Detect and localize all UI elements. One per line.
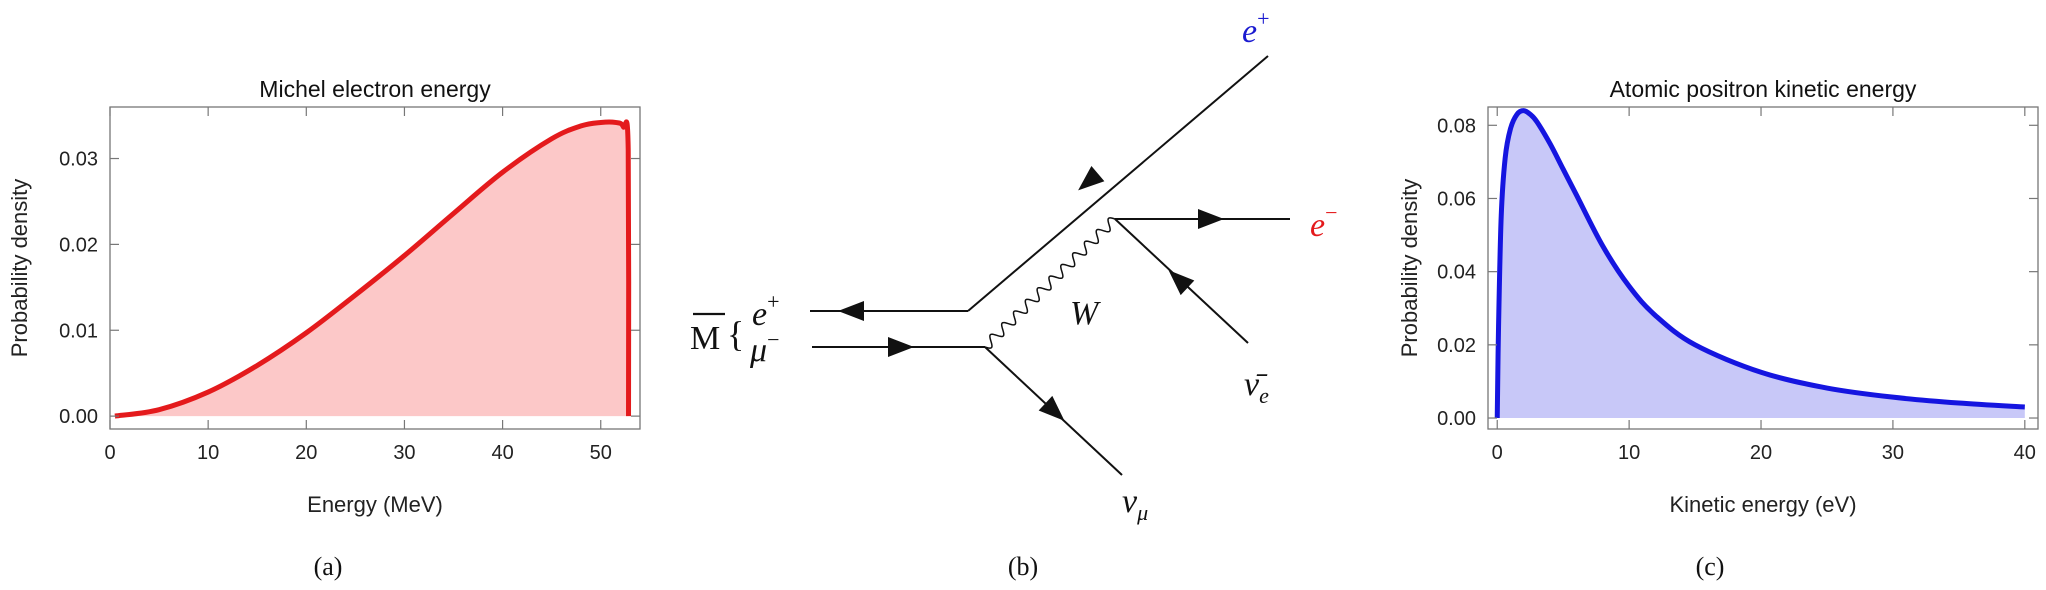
x-axis-ticks-c: 0 10 20 30 40 [1492,107,2036,464]
caption-b: (b) [1008,552,1038,581]
series-line-a [114,119,632,419]
chart-panel-a: 0 10 20 30 40 50 0.00 0.01 0.02 0.03 Michel elec… [7,76,641,581]
x-tick-label: 20 [1750,442,1772,464]
bound-state-brace: { [727,314,744,354]
x-tick-label: 0 [104,442,115,464]
y-tick-label: 0.01 [59,320,98,342]
area-fill-c [1497,110,2025,419]
y-tick-label: 0.00 [59,406,98,428]
y-tick-label: 0.04 [1437,262,1476,284]
plot-frame-c [1487,106,2039,430]
x-axis-ticks-a: 0 10 20 30 40 50 [104,107,612,464]
arrow-nu-mu [1038,395,1065,421]
fermion-line-e-plus-out [967,55,1269,312]
bound-state-label: M [690,320,720,357]
y-axis-ticks-c: 0.00 0.02 0.04 0.06 0.08 [1437,115,2038,430]
x-tick-label: 30 [393,442,415,464]
diagram-labels: M { e+ μ− W e+ e− ν̄e νμ (b) [690,6,1338,581]
y-axis-label-a: Probability density [7,179,32,358]
x-axis-label-a: Energy (MeV) [307,492,443,517]
arrow-nu-e-bar [1168,270,1195,296]
x-axis-label-c: Kinetic energy (eV) [1669,492,1856,517]
series-line-c [1494,108,2025,419]
x-tick-label: 30 [1882,442,1904,464]
arrow-e-plus-left [838,301,864,321]
y-tick-label: 0.02 [59,234,98,256]
x-tick-label: 0 [1492,442,1503,464]
caption-a: (a) [314,552,343,581]
chart-title-c: Atomic positron kinetic energy [1610,76,1917,102]
w-boson-propagator [984,217,1116,349]
caption-c: (c) [1696,552,1725,581]
y-axis-label-c: Probability density [1397,179,1422,358]
label-e-plus-out: e+ [1242,6,1270,50]
feynman-diagram [810,55,1290,476]
arrow-mu-in [888,337,914,357]
label-nu-e-bar: ν̄e [1244,366,1269,408]
x-tick-label: 40 [491,442,513,464]
label-mu-minus: μ− [749,327,780,369]
area-fill-a [114,121,629,417]
x-tick-label: 10 [1618,442,1640,464]
plot-frame-a [109,106,641,430]
label-e-minus: e− [1310,200,1338,244]
y-tick-label: 0.00 [1437,408,1476,430]
label-e-plus-left: e+ [752,289,780,333]
x-tick-label: 40 [2014,442,2036,464]
x-tick-label: 10 [197,442,219,464]
arrow-e-minus [1198,209,1224,229]
y-tick-label: 0.08 [1437,115,1476,137]
chart-panel-c: 0 10 20 30 40 0.00 0.02 0.04 0.06 0.08 Atomic po… [1397,76,2039,581]
label-nu-mu: νμ [1122,483,1148,525]
chart-title-a: Michel electron energy [259,76,491,102]
y-axis-ticks-a: 0.00 0.01 0.02 0.03 [59,149,640,428]
label-w-boson: W [1070,295,1101,332]
x-tick-label: 50 [590,442,612,464]
y-tick-label: 0.02 [1437,335,1476,357]
x-tick-label: 20 [295,442,317,464]
arrow-e-plus-out [1078,165,1105,191]
y-tick-label: 0.03 [59,149,98,171]
y-tick-label: 0.06 [1437,188,1476,210]
